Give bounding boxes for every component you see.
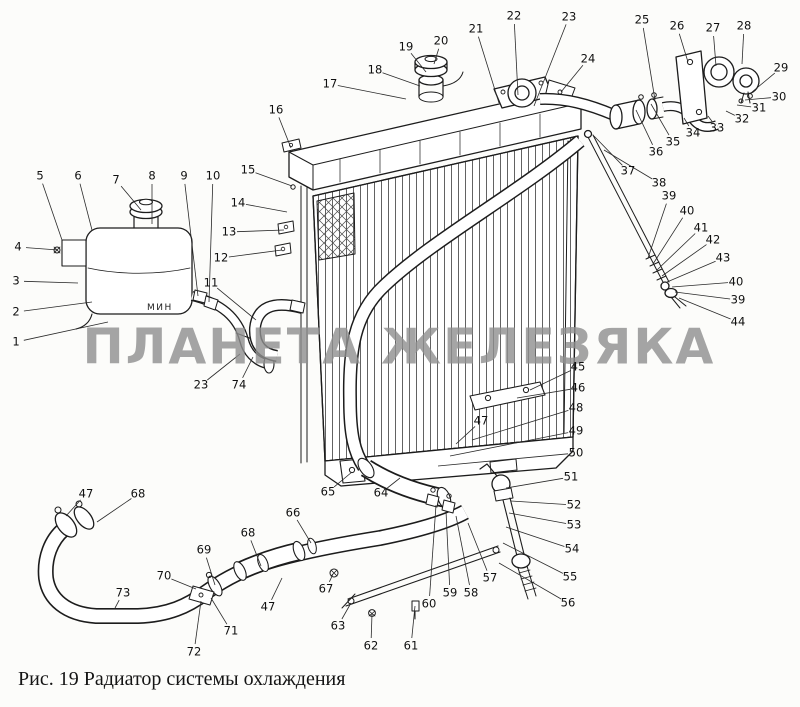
callout-55: 55 <box>562 569 578 584</box>
mounting-strap <box>341 545 501 620</box>
callout-60: 60 <box>421 596 437 611</box>
callout-47: 47 <box>78 486 94 501</box>
callout-15: 15 <box>240 162 256 177</box>
frame-clamps <box>274 184 296 257</box>
callout-22: 22 <box>506 8 522 23</box>
callout-14: 14 <box>230 195 246 210</box>
callout-21: 21 <box>468 21 484 36</box>
callout-50: 50 <box>568 445 584 460</box>
callout-63: 63 <box>330 618 346 633</box>
callout-18: 18 <box>367 62 383 77</box>
callout-20: 20 <box>433 33 449 48</box>
callout-68: 68 <box>130 486 146 501</box>
callout-1: 1 <box>12 334 20 349</box>
figure-caption: Рис. 19 Радиатор системы охлаждения <box>18 668 346 690</box>
callout-6: 6 <box>74 168 82 183</box>
callout-59: 59 <box>442 585 458 600</box>
callout-74: 74 <box>231 377 247 392</box>
callout-49: 49 <box>568 423 584 438</box>
callout-26: 26 <box>669 18 685 33</box>
callout-71: 71 <box>223 623 239 638</box>
callout-2: 2 <box>12 304 20 319</box>
callout-25: 25 <box>634 12 650 27</box>
callout-39: 39 <box>661 188 677 203</box>
callout-35: 35 <box>665 134 681 149</box>
callout-3: 3 <box>12 273 20 288</box>
callout-52: 52 <box>566 497 582 512</box>
callout-4: 4 <box>14 239 22 254</box>
callout-64: 64 <box>373 485 389 500</box>
upper-hose-assembly <box>539 50 760 132</box>
callout-72: 72 <box>186 644 202 659</box>
watermark: ПЛАНЕТА ЖЕЛЕЗЯКА <box>82 318 716 376</box>
callout-42: 42 <box>705 232 721 247</box>
callout-61: 61 <box>403 638 419 653</box>
callout-33: 33 <box>709 120 725 135</box>
expansion-tank <box>53 198 275 374</box>
callout-48: 48 <box>568 400 584 415</box>
callout-36: 36 <box>648 144 664 159</box>
callout-23: 23 <box>561 9 577 24</box>
main-hose <box>342 135 585 471</box>
callout-8: 8 <box>148 168 156 183</box>
callout-30: 30 <box>771 89 787 104</box>
callout-28: 28 <box>736 18 752 33</box>
callout-46: 46 <box>570 380 586 395</box>
callout-37: 37 <box>620 163 636 178</box>
callout-7: 7 <box>112 172 120 187</box>
callout-39: 39 <box>730 292 746 307</box>
callout-32: 32 <box>734 111 750 126</box>
callout-11: 11 <box>203 275 219 290</box>
callout-56: 56 <box>560 595 576 610</box>
callout-65: 65 <box>320 484 336 499</box>
radiator-core <box>300 135 579 464</box>
callout-16: 16 <box>268 102 284 117</box>
callout-27: 27 <box>705 20 721 35</box>
callout-34: 34 <box>685 125 701 140</box>
callout-69: 69 <box>196 542 212 557</box>
callout-44: 44 <box>730 314 746 329</box>
callout-57: 57 <box>482 570 498 585</box>
drain-valve <box>479 458 537 600</box>
callout-67: 67 <box>318 581 334 596</box>
callout-54: 54 <box>564 541 580 556</box>
callout-29: 29 <box>773 60 789 75</box>
callout-23: 23 <box>193 377 209 392</box>
callout-19: 19 <box>398 39 414 54</box>
callout-45: 45 <box>570 359 586 374</box>
callout-70: 70 <box>156 568 172 583</box>
callout-13: 13 <box>221 224 237 239</box>
callout-17: 17 <box>322 76 338 91</box>
callout-5: 5 <box>36 168 44 183</box>
callout-47: 47 <box>473 413 489 428</box>
leader-lines <box>23 23 776 645</box>
callout-12: 12 <box>213 250 229 265</box>
callout-51: 51 <box>563 469 579 484</box>
callout-9: 9 <box>180 168 188 183</box>
callout-31: 31 <box>751 100 767 115</box>
callout-73: 73 <box>115 585 131 600</box>
callout-47: 47 <box>260 599 276 614</box>
callout-40: 40 <box>679 203 695 218</box>
callout-43: 43 <box>715 250 731 265</box>
callout-40: 40 <box>728 274 744 289</box>
callout-10: 10 <box>205 168 221 183</box>
filler-cap <box>414 54 464 103</box>
left-elbow-hose <box>248 298 306 362</box>
tank-min-label: МИН <box>147 303 173 313</box>
callout-68: 68 <box>240 525 256 540</box>
callout-58: 58 <box>463 585 479 600</box>
callout-62: 62 <box>363 638 379 653</box>
callout-66: 66 <box>285 505 301 520</box>
callout-24: 24 <box>580 51 596 66</box>
callout-41: 41 <box>693 220 709 235</box>
callout-38: 38 <box>651 175 667 190</box>
callout-53: 53 <box>566 517 582 532</box>
bottom-pipe <box>37 457 469 624</box>
diagonal-rod <box>583 129 687 309</box>
